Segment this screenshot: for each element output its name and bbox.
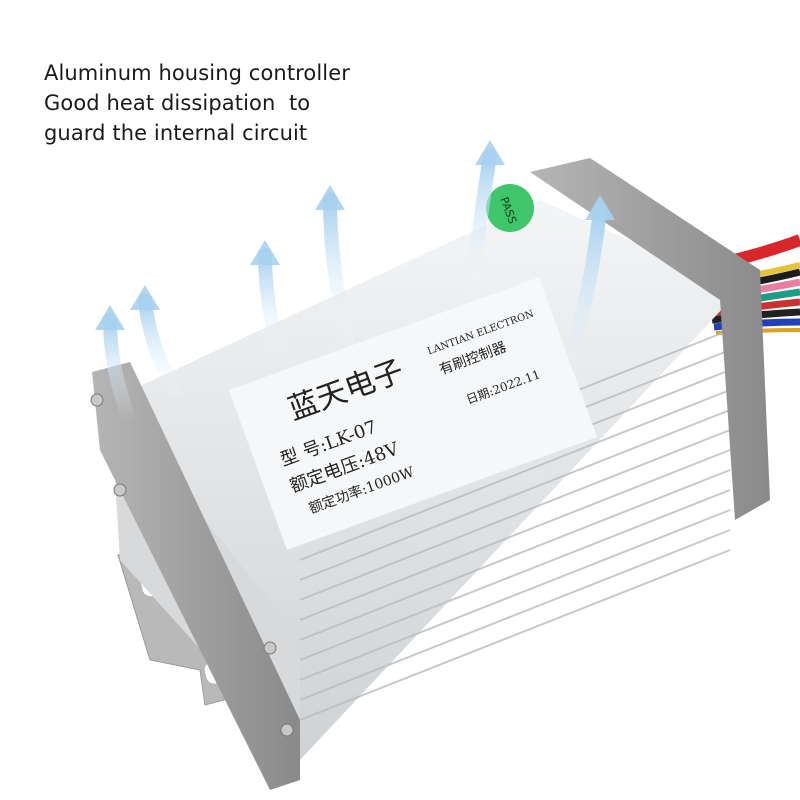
right-end-cap	[530, 158, 770, 520]
pass-sticker: PASS	[486, 184, 534, 232]
caption-line-2: Good heat dissipation to	[44, 91, 311, 115]
caption-line-3: guard the internal circuit	[44, 121, 308, 145]
caption-text: Aluminum housing controller Good heat di…	[44, 58, 350, 148]
airflow-arrows	[103, 148, 607, 427]
left-end-cap	[92, 362, 300, 790]
product-label: 蓝天电子 LANTIAN ELECTRON 有刷控制器 型 号:LK-07 额定…	[228, 277, 598, 550]
caption-line-1: Aluminum housing controller	[44, 61, 350, 85]
